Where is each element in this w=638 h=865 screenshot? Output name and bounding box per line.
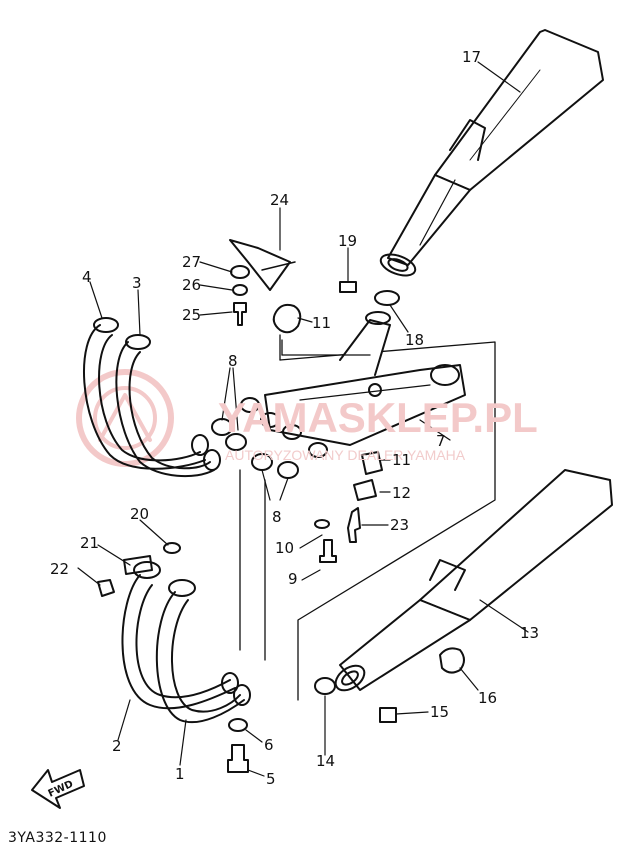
callout-17: 17	[462, 48, 481, 66]
washer-26	[232, 284, 248, 296]
callout-22: 22	[50, 560, 69, 578]
bolt-15	[379, 707, 397, 723]
watermark-sub: AUTORYZOWANY DEALER YAMAHA	[225, 447, 466, 463]
bolt-23	[347, 507, 361, 543]
nut-10	[314, 519, 330, 529]
callout-20: 20	[130, 505, 149, 523]
callout-11-upper: 11	[312, 314, 331, 332]
callout-4: 4	[82, 268, 92, 286]
bracket	[229, 239, 296, 291]
callout-15: 15	[430, 703, 449, 721]
callout-8-lower: 8	[272, 508, 282, 526]
callout-21: 21	[80, 534, 99, 552]
callout-18: 18	[405, 331, 424, 349]
upper-muffler	[379, 29, 604, 277]
callout-25: 25	[182, 306, 201, 324]
callout-10: 10	[275, 539, 294, 557]
callout-6: 6	[264, 736, 274, 754]
callout-26: 26	[182, 276, 201, 294]
bolt-9	[319, 539, 337, 563]
callout-27: 27	[182, 253, 201, 271]
collar-12	[353, 479, 377, 501]
washer-20	[163, 542, 181, 554]
callout-5: 5	[266, 770, 276, 788]
callout-24: 24	[270, 191, 289, 209]
callout-12: 12	[392, 484, 411, 502]
gasket-18	[374, 290, 400, 306]
callout-3: 3	[132, 274, 142, 292]
watermark-main: YAMASKLEP.PL	[218, 394, 538, 441]
damper-11-upper	[272, 303, 302, 334]
callout-23: 23	[390, 516, 409, 534]
watermark-logo	[76, 369, 174, 467]
bolt-25	[233, 302, 247, 326]
callout-labels: 17 24 19 27 26 25 11 18 4 3 8 7 11 12 23…	[50, 48, 539, 788]
damper-16	[439, 647, 465, 674]
washer-27	[230, 265, 250, 279]
collector-joints	[240, 397, 328, 458]
gasket-14	[314, 677, 336, 695]
collector-pipe	[264, 311, 466, 446]
damper-11-lower	[361, 451, 383, 475]
callout-2: 2	[112, 737, 122, 755]
leader-lines	[77, 61, 529, 777]
collar-6	[228, 718, 248, 732]
upper-exhaust-pipes	[83, 317, 221, 478]
callout-9: 9	[288, 570, 298, 588]
bolt-5	[227, 744, 249, 773]
assembly-outline	[279, 341, 496, 701]
lower-exhaust-pipes	[121, 561, 251, 724]
bolt-19	[339, 281, 357, 293]
fwd-arrow-icon	[31, 769, 85, 809]
callout-7: 7	[436, 432, 446, 450]
callout-16: 16	[478, 689, 497, 707]
gaskets	[211, 418, 299, 479]
callout-19: 19	[338, 232, 357, 250]
lower-muffler	[334, 469, 613, 692]
callout-14: 14	[316, 752, 335, 770]
nut-22	[97, 579, 115, 597]
callout-11-lower: 11	[392, 451, 411, 469]
callout-1: 1	[175, 765, 185, 783]
flange-21	[123, 555, 153, 575]
callout-13: 13	[520, 624, 539, 642]
callout-8-upper: 8	[228, 352, 238, 370]
part-number: 3YA332-1110	[8, 830, 107, 846]
